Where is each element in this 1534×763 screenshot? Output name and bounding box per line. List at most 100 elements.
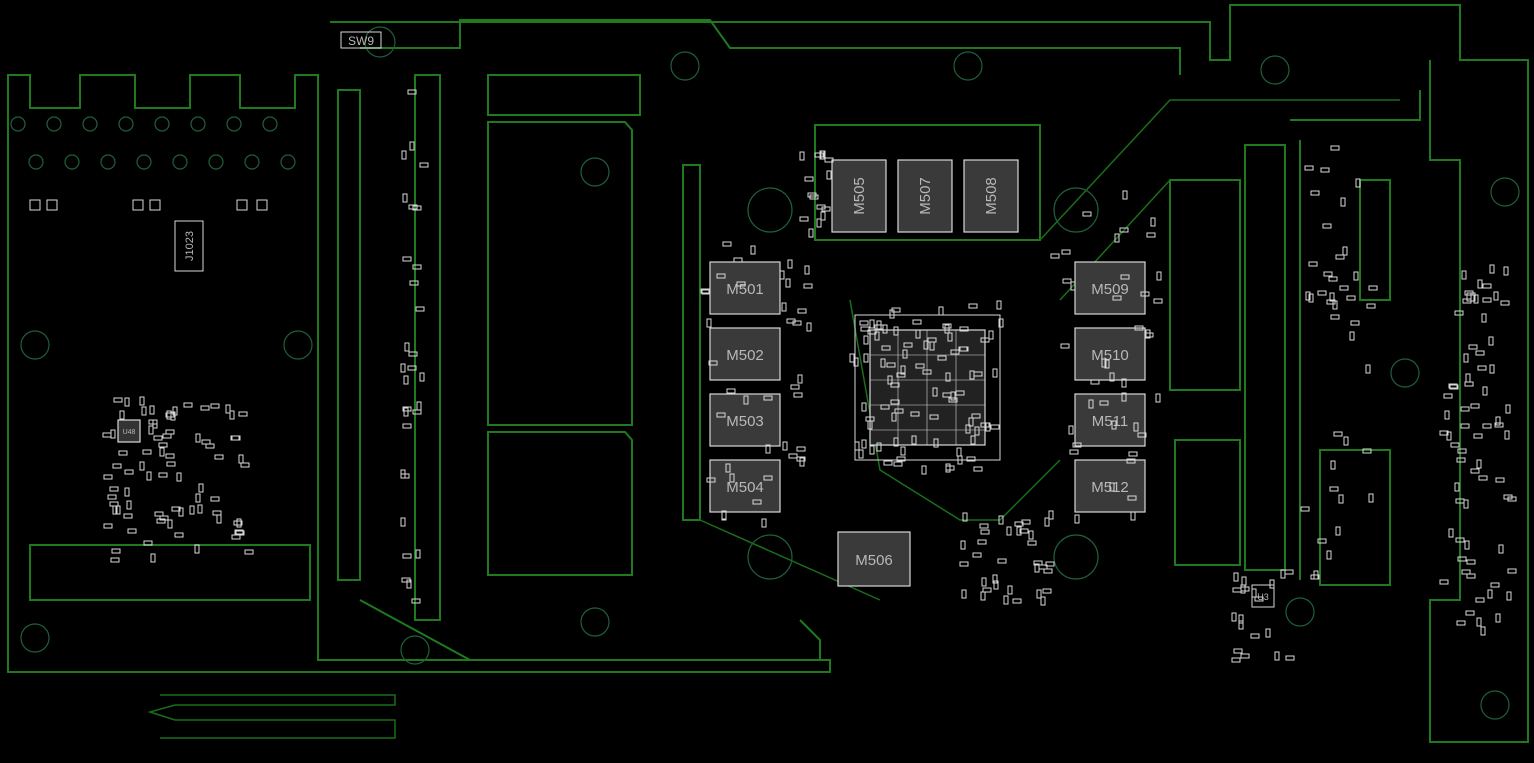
through-hole-pin: [136, 154, 152, 170]
smd-pad: [408, 351, 418, 357]
smd-pad: [1482, 297, 1492, 303]
smd-pad: [903, 342, 913, 348]
smd-pad: [993, 580, 999, 590]
smd-pad: [1335, 254, 1345, 260]
smd-pad: [231, 534, 241, 540]
smd-pad: [1477, 279, 1483, 289]
smd-pad: [1308, 261, 1318, 267]
smd-pad: [869, 319, 875, 329]
smd-pad: [721, 511, 727, 521]
smd-pad: [1475, 350, 1485, 356]
connector-J1023: J1023: [174, 220, 204, 272]
smd-pad: [980, 337, 990, 343]
smd-pad: [708, 360, 718, 366]
smd-pad: [820, 150, 826, 160]
label-M501: M501: [726, 281, 764, 298]
smd-pad: [706, 477, 716, 483]
smd-pad: [1466, 573, 1476, 579]
smd-pad: [256, 199, 268, 211]
label-J1023: J1023: [184, 231, 196, 261]
smd-pad: [922, 369, 932, 375]
smd-pad: [162, 433, 172, 439]
smd-pad: [900, 446, 906, 456]
smd-pad: [1473, 294, 1479, 304]
smd-pad: [1104, 359, 1110, 369]
smd-pad: [921, 465, 927, 475]
smd-pad: [763, 475, 773, 481]
smd-pad: [1155, 393, 1161, 403]
smd-pad: [1463, 353, 1469, 363]
smd-pad: [1495, 477, 1505, 483]
smd-pad: [402, 256, 412, 262]
smd-pad: [132, 199, 144, 211]
smd-pad: [867, 420, 873, 430]
smd-pad: [112, 463, 122, 469]
smd-pad: [858, 449, 864, 459]
smd-pad: [107, 494, 117, 500]
smd-pad: [402, 553, 412, 559]
smd-pad: [412, 264, 422, 270]
smd-pad: [796, 456, 806, 462]
smd-pad: [1346, 295, 1356, 301]
smd-pad: [109, 501, 119, 507]
through-hole-pin: [226, 116, 242, 132]
smd-pad: [1487, 589, 1493, 599]
smd-pad: [1464, 540, 1470, 550]
smd-pad: [729, 473, 735, 483]
smd-pad: [1120, 274, 1130, 280]
smd-pad: [156, 518, 166, 524]
label-SW9: SW9: [348, 34, 374, 48]
label-M506: M506: [855, 552, 893, 569]
smd-pad: [874, 331, 880, 341]
smd-pad: [968, 303, 978, 309]
smd-pad: [400, 473, 410, 479]
smd-pad: [1317, 290, 1327, 296]
smd-pad: [1326, 550, 1332, 560]
smd-pad: [233, 520, 243, 526]
smd-pad: [1456, 457, 1466, 463]
smd-pad: [887, 375, 893, 385]
label-M505: M505: [851, 177, 868, 215]
smd-pad: [176, 472, 182, 482]
smd-pad: [1241, 576, 1247, 586]
smd-pad: [726, 388, 736, 394]
through-hole-pin: [118, 116, 134, 132]
smd-pad: [1007, 585, 1013, 595]
smd-pad: [910, 411, 920, 417]
smd-pad: [1468, 344, 1478, 350]
smd-pad: [201, 439, 211, 445]
smd-pad: [124, 487, 130, 497]
memory-chip-M507: M507: [897, 159, 953, 233]
smd-pad: [236, 199, 248, 211]
smd-pad: [230, 435, 240, 441]
smd-pad: [1233, 572, 1239, 582]
smd-pad: [1343, 436, 1349, 446]
smd-pad: [141, 406, 147, 416]
memory-chip-M511: M511: [1074, 393, 1146, 447]
smd-pad: [779, 270, 785, 280]
smd-pad: [1455, 537, 1465, 543]
smd-pad: [1482, 386, 1488, 396]
smd-pad: [880, 404, 890, 410]
smd-pad: [1463, 499, 1469, 509]
smd-pad: [1465, 610, 1475, 616]
smd-pad: [1470, 403, 1480, 409]
smd-pad: [1504, 430, 1510, 440]
smd-pad: [159, 447, 165, 457]
smd-pad: [803, 283, 813, 289]
smd-pad: [1012, 598, 1022, 604]
smd-pad: [1232, 587, 1242, 593]
smd-pad: [820, 211, 826, 221]
smd-pad: [1040, 596, 1046, 606]
smd-pad: [119, 410, 125, 420]
smd-pad: [1323, 271, 1333, 277]
smd-pad: [891, 307, 901, 313]
through-hole-pin: [82, 116, 98, 132]
smd-pad: [1101, 358, 1107, 368]
smd-pad: [1240, 653, 1250, 659]
smd-pad: [167, 519, 173, 529]
smd-pad: [407, 365, 417, 371]
smd-pad: [1322, 223, 1332, 229]
smd-pad: [1062, 278, 1072, 284]
smd-pad: [111, 548, 121, 554]
